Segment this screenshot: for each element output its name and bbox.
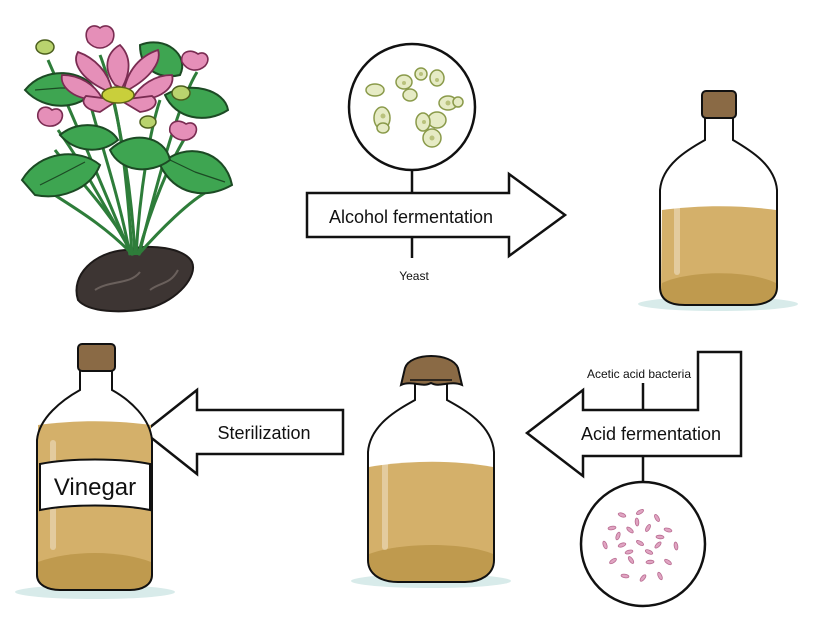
bacteria-cells-icon bbox=[602, 509, 679, 582]
corked-jug-icon bbox=[638, 90, 798, 311]
alcohol-fermentation-label: Alcohol fermentation bbox=[329, 207, 493, 227]
cork bbox=[701, 90, 737, 119]
lotus-plant-icon bbox=[20, 25, 234, 313]
vinegar-bottle-icon: Vinegar bbox=[15, 343, 175, 599]
sterilization-arrow: Sterilization bbox=[141, 387, 345, 477]
yeast-label: Yeast bbox=[399, 269, 429, 283]
vinegar-label-band bbox=[39, 458, 151, 512]
cloth-covered-jug-icon bbox=[351, 355, 511, 588]
cork bbox=[77, 343, 116, 372]
acetic-acid-bacteria-label: Acetic acid bacteria bbox=[587, 367, 691, 381]
bacteria-magnifier bbox=[579, 480, 707, 608]
yeast-magnifier bbox=[347, 42, 477, 196]
sterilization-label: Sterilization bbox=[217, 423, 310, 443]
acid-fermentation-arrow: Acid fermentation Acetic acid bacteria bbox=[524, 350, 743, 482]
alcohol-fermentation-arrow: Alcohol fermentation Yeast bbox=[305, 171, 568, 283]
vinegar-label-text: Vinegar bbox=[54, 474, 136, 501]
acid-fermentation-label: Acid fermentation bbox=[581, 424, 721, 444]
cloth-cover bbox=[399, 355, 464, 387]
